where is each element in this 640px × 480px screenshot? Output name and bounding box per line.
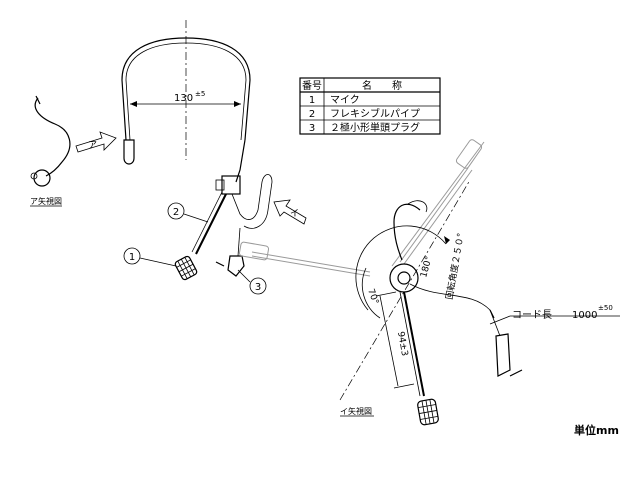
ghost-line [391, 141, 485, 267]
mic-holder-knob [215, 179, 225, 191]
view-a-mic-cap [30, 172, 38, 180]
right-arm [235, 139, 246, 183]
arrow-a: ア [75, 131, 117, 153]
cord-value: 1000 [572, 310, 597, 321]
arrow-i: イ [273, 199, 307, 225]
callout-3-label: 3 [255, 282, 261, 293]
callout-1 [123, 247, 141, 265]
cord-leader [489, 315, 511, 325]
view-a-caption: ア矢視図 [30, 196, 62, 206]
callout-3 [249, 277, 267, 295]
view-i-pipe-edge [399, 291, 421, 397]
plug-pin [215, 261, 225, 267]
dim-angle-180: 180° [419, 255, 434, 279]
callout-2-leader [183, 213, 209, 223]
cable-loop [231, 174, 273, 229]
ghost-pipe-left [251, 251, 371, 273]
view-i-pipe [403, 291, 425, 397]
arrow-i-label: イ [290, 209, 299, 219]
arrow-i-shape [273, 199, 307, 225]
dim-pipe-ext [393, 383, 415, 389]
front-view: 130 ±5 [121, 20, 273, 281]
callout-3-leader [237, 269, 251, 283]
arrow-a-shape [75, 131, 117, 153]
parts-table: 番号 名 称 1 マイク 2 フレキシブルパイプ 3 ２極小形単頭プラグ [299, 77, 441, 135]
left-ear-pad [123, 139, 135, 165]
callout-2 [167, 202, 185, 220]
view-i-cord [409, 283, 501, 337]
cord-label: コード長 [512, 309, 552, 321]
callout-1-label: 1 [129, 252, 135, 263]
flex-pipe [195, 193, 227, 255]
view-i-plug [495, 333, 511, 377]
callout-1-leader [139, 257, 177, 267]
table-row-name: フレキシブルパイプ [330, 107, 420, 120]
dim-pipe-value: 94±3 [395, 331, 409, 357]
view-i-headband-hook [407, 200, 428, 213]
table-row-no: 3 [309, 123, 315, 134]
ghost-pipe-top-edge [403, 169, 473, 265]
dim-pipe-line [379, 295, 399, 387]
rotation-arc [355, 225, 447, 311]
arrow-a-label: ア [88, 141, 97, 151]
unit-label: 単位mm [574, 423, 619, 437]
ghost-mic-left [238, 241, 270, 261]
view-a-mic-head [33, 169, 51, 187]
mic-head [174, 255, 198, 281]
pivot-outer [389, 263, 419, 293]
view-i-cord-clip [489, 309, 495, 319]
plug-cable [237, 227, 241, 257]
view-i-mic-head [417, 398, 439, 426]
callout-2-label: 2 [173, 207, 179, 218]
dim-pipe-ext [375, 291, 397, 297]
dim-pipe-angle: 70° [365, 288, 380, 306]
dim-width-tol: ±5 [195, 90, 205, 98]
dim-width-value: 130 [174, 93, 193, 104]
view-a-band [34, 97, 71, 177]
table-header-no: 番号 [302, 80, 322, 92]
view-i-headband [393, 203, 421, 261]
table-row-name: マイク [330, 94, 360, 106]
rotation-arc-arrow [444, 236, 450, 244]
callouts: 1 2 3 [123, 202, 267, 295]
view-i-plug-pin [509, 369, 523, 377]
ghost-pipe-left-edge [251, 255, 371, 277]
ghost-mic-top [455, 139, 483, 169]
view-a-detail: ア矢視図 [30, 95, 71, 207]
table-row-name: ２極小形単頭プラグ [330, 121, 420, 134]
view-i-center-line [339, 179, 471, 401]
table-row-no: 2 [309, 109, 315, 120]
table-row-no: 1 [309, 95, 315, 106]
ghost-pipe-top [399, 167, 469, 263]
cord-tol: ±50 [598, 304, 613, 312]
table-header-name: 名 称 [362, 79, 402, 92]
view-i [238, 139, 620, 426]
mic-holder [221, 175, 241, 195]
view-a-band-end [35, 95, 41, 105]
view-i-caption: イ矢視図 [340, 406, 372, 416]
angle-70-arc [361, 267, 381, 319]
pivot-inner [397, 271, 411, 285]
plug-body [227, 255, 245, 277]
